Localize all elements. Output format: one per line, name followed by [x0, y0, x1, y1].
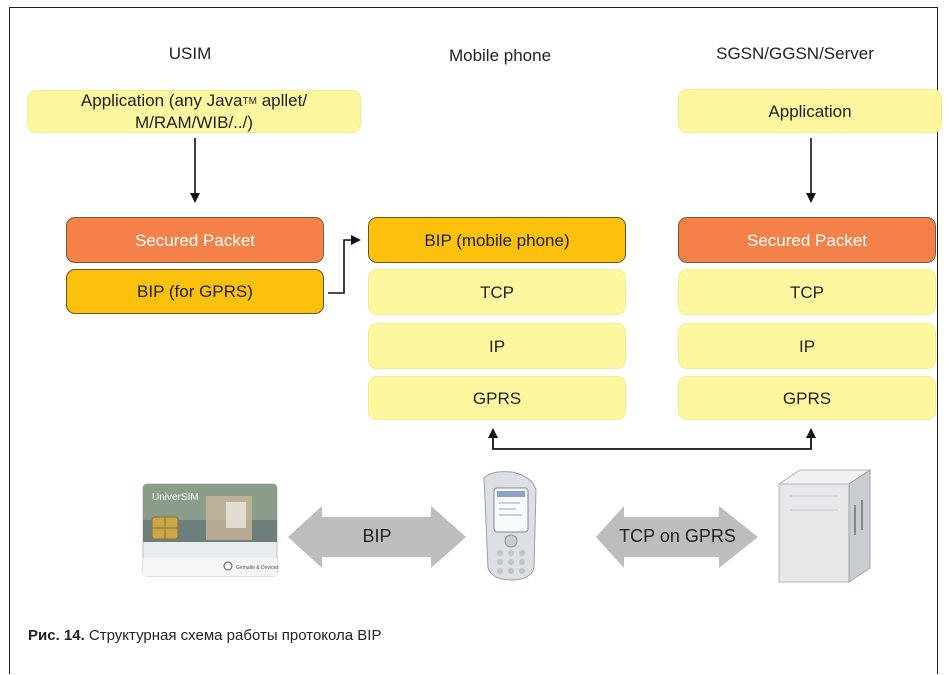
- arrow-gprs-link: [492, 433, 812, 450]
- server-ip-box: IP: [678, 323, 936, 369]
- server-tcp-box: TCP: [678, 269, 936, 315]
- bip-double-arrow: [288, 506, 466, 568]
- phone-gprs-box: GPRS: [368, 376, 626, 420]
- sim-card-vendor: Gemalto & Devices: [236, 565, 279, 571]
- usim-application-line1: Application (any JavaTM apllet/: [80, 91, 308, 110]
- arrowhead-server-gprs: [806, 428, 816, 438]
- trademark-mark: TM: [242, 96, 257, 107]
- column-title-server: SGSN/GGSN/Server: [716, 44, 874, 63]
- phone-ip-box: IP: [368, 323, 626, 369]
- server-image: [777, 469, 872, 583]
- usim-bip-box: BIP (for GPRS): [66, 269, 324, 314]
- server-application-box: Application: [678, 89, 942, 133]
- sim-card-image: [142, 483, 278, 577]
- column-title-mobile-phone: Mobile phone: [448, 46, 552, 65]
- server-gprs-box: GPRS: [678, 376, 936, 420]
- arrow-usim-bip-to-phone-bip: [328, 235, 361, 294]
- usim-application-line2: M/RAM/WIB/../): [134, 113, 254, 132]
- sim-card-brand: UniverSIM: [152, 492, 199, 503]
- usim-application-box: Application (any JavaTM apllet/ M/RAM/WI…: [27, 90, 361, 133]
- tcp-on-gprs-double-arrow: [596, 506, 758, 568]
- caption-label: Рис. 14.: [28, 627, 85, 644]
- server-secured-packet-box: Secured Packet: [678, 217, 936, 263]
- arrowhead-phone-gprs: [488, 428, 498, 438]
- figure-caption: Рис. 14. Структурная схема работы проток…: [28, 627, 381, 644]
- column-title-usim: USIM: [168, 44, 212, 63]
- caption-text: Структурная схема работы протокола BIP: [84, 627, 382, 644]
- mobile-phone-image: [483, 471, 537, 581]
- bip-link-label: BIP: [362, 526, 392, 546]
- phone-bip-box: BIP (mobile phone): [368, 217, 626, 263]
- tcp-on-gprs-link-label: TCP on GPRS: [619, 526, 736, 546]
- figure-frame: [9, 7, 938, 674]
- usim-secured-packet-box: Secured Packet: [66, 217, 324, 263]
- phone-tcp-box: TCP: [368, 269, 626, 315]
